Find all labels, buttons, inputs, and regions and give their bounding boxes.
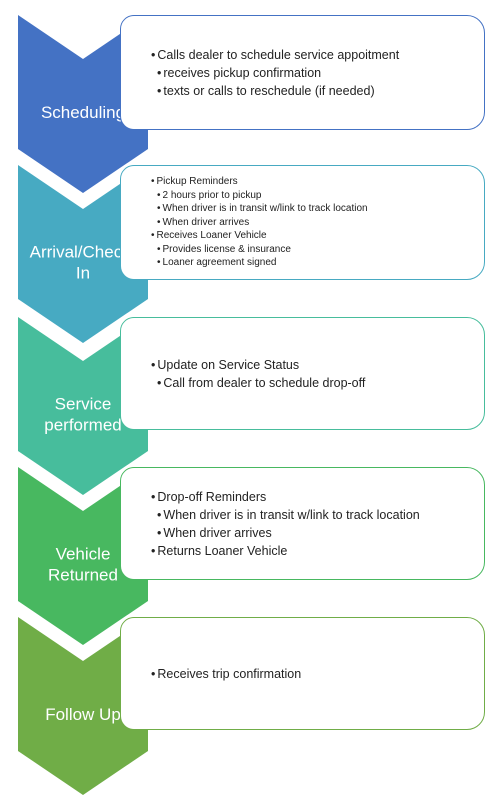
- bullet-item: Drop-off Reminders: [151, 488, 484, 506]
- step-label: Service: [55, 395, 112, 414]
- details-box-scheduling: Calls dealer to schedule service appoitm…: [120, 15, 485, 130]
- chevron-service-performed: Service performed: [18, 317, 148, 495]
- step-label: Returned: [48, 566, 118, 585]
- details-box-follow-up: Receives trip confirmation: [120, 617, 485, 730]
- details-box-arrival-check-in: Pickup Reminders2 hours prior to pickupW…: [120, 165, 485, 280]
- bullet-item: When driver arrives: [157, 524, 484, 542]
- bullet-item: Receives trip confirmation: [151, 665, 484, 683]
- step-label: Arrival/Check-: [30, 243, 137, 262]
- bullet-item: Provides license & insurance: [157, 243, 484, 257]
- chevron-shape: [18, 165, 148, 343]
- bullet-item: Calls dealer to schedule service appoitm…: [151, 46, 484, 64]
- chevron-arrival-check-in: Arrival/Check- In: [18, 165, 148, 343]
- bullet-item: Pickup Reminders: [151, 175, 484, 189]
- details-box-vehicle-returned: Drop-off RemindersWhen driver is in tran…: [120, 467, 485, 580]
- bullet-item: Receives Loaner Vehicle: [151, 229, 484, 243]
- step-label: Scheduling: [41, 103, 125, 122]
- details-box-service-performed: Update on Service StatusCall from dealer…: [120, 317, 485, 430]
- chevron-shape: [18, 617, 148, 795]
- step-label: performed: [44, 416, 121, 435]
- bullet-item: Loaner agreement signed: [157, 256, 484, 270]
- bullet-item: Returns Loaner Vehicle: [151, 542, 484, 560]
- bullet-item: Update on Service Status: [151, 356, 484, 374]
- step-label: Follow Up: [45, 705, 121, 724]
- step-label: Vehicle: [56, 545, 111, 564]
- bullet-item: When driver arrives: [157, 216, 484, 230]
- bullet-item: When driver is in transit w/link to trac…: [157, 202, 484, 216]
- bullet-item: receives pickup confirmation: [157, 64, 484, 82]
- step-label: In: [76, 264, 90, 283]
- chevron-shape: [18, 467, 148, 645]
- bullet-item: When driver is in transit w/link to trac…: [157, 506, 484, 524]
- chevron-scheduling: Scheduling: [18, 15, 148, 193]
- bullet-item: Call from dealer to schedule drop-off: [157, 374, 484, 392]
- bullet-item: 2 hours prior to pickup: [157, 189, 484, 203]
- bullet-item: texts or calls to reschedule (if needed): [157, 82, 484, 100]
- chevron-shape: [18, 15, 148, 193]
- chevron-shape: [18, 317, 148, 495]
- chevron-follow-up: Follow Up: [18, 617, 148, 795]
